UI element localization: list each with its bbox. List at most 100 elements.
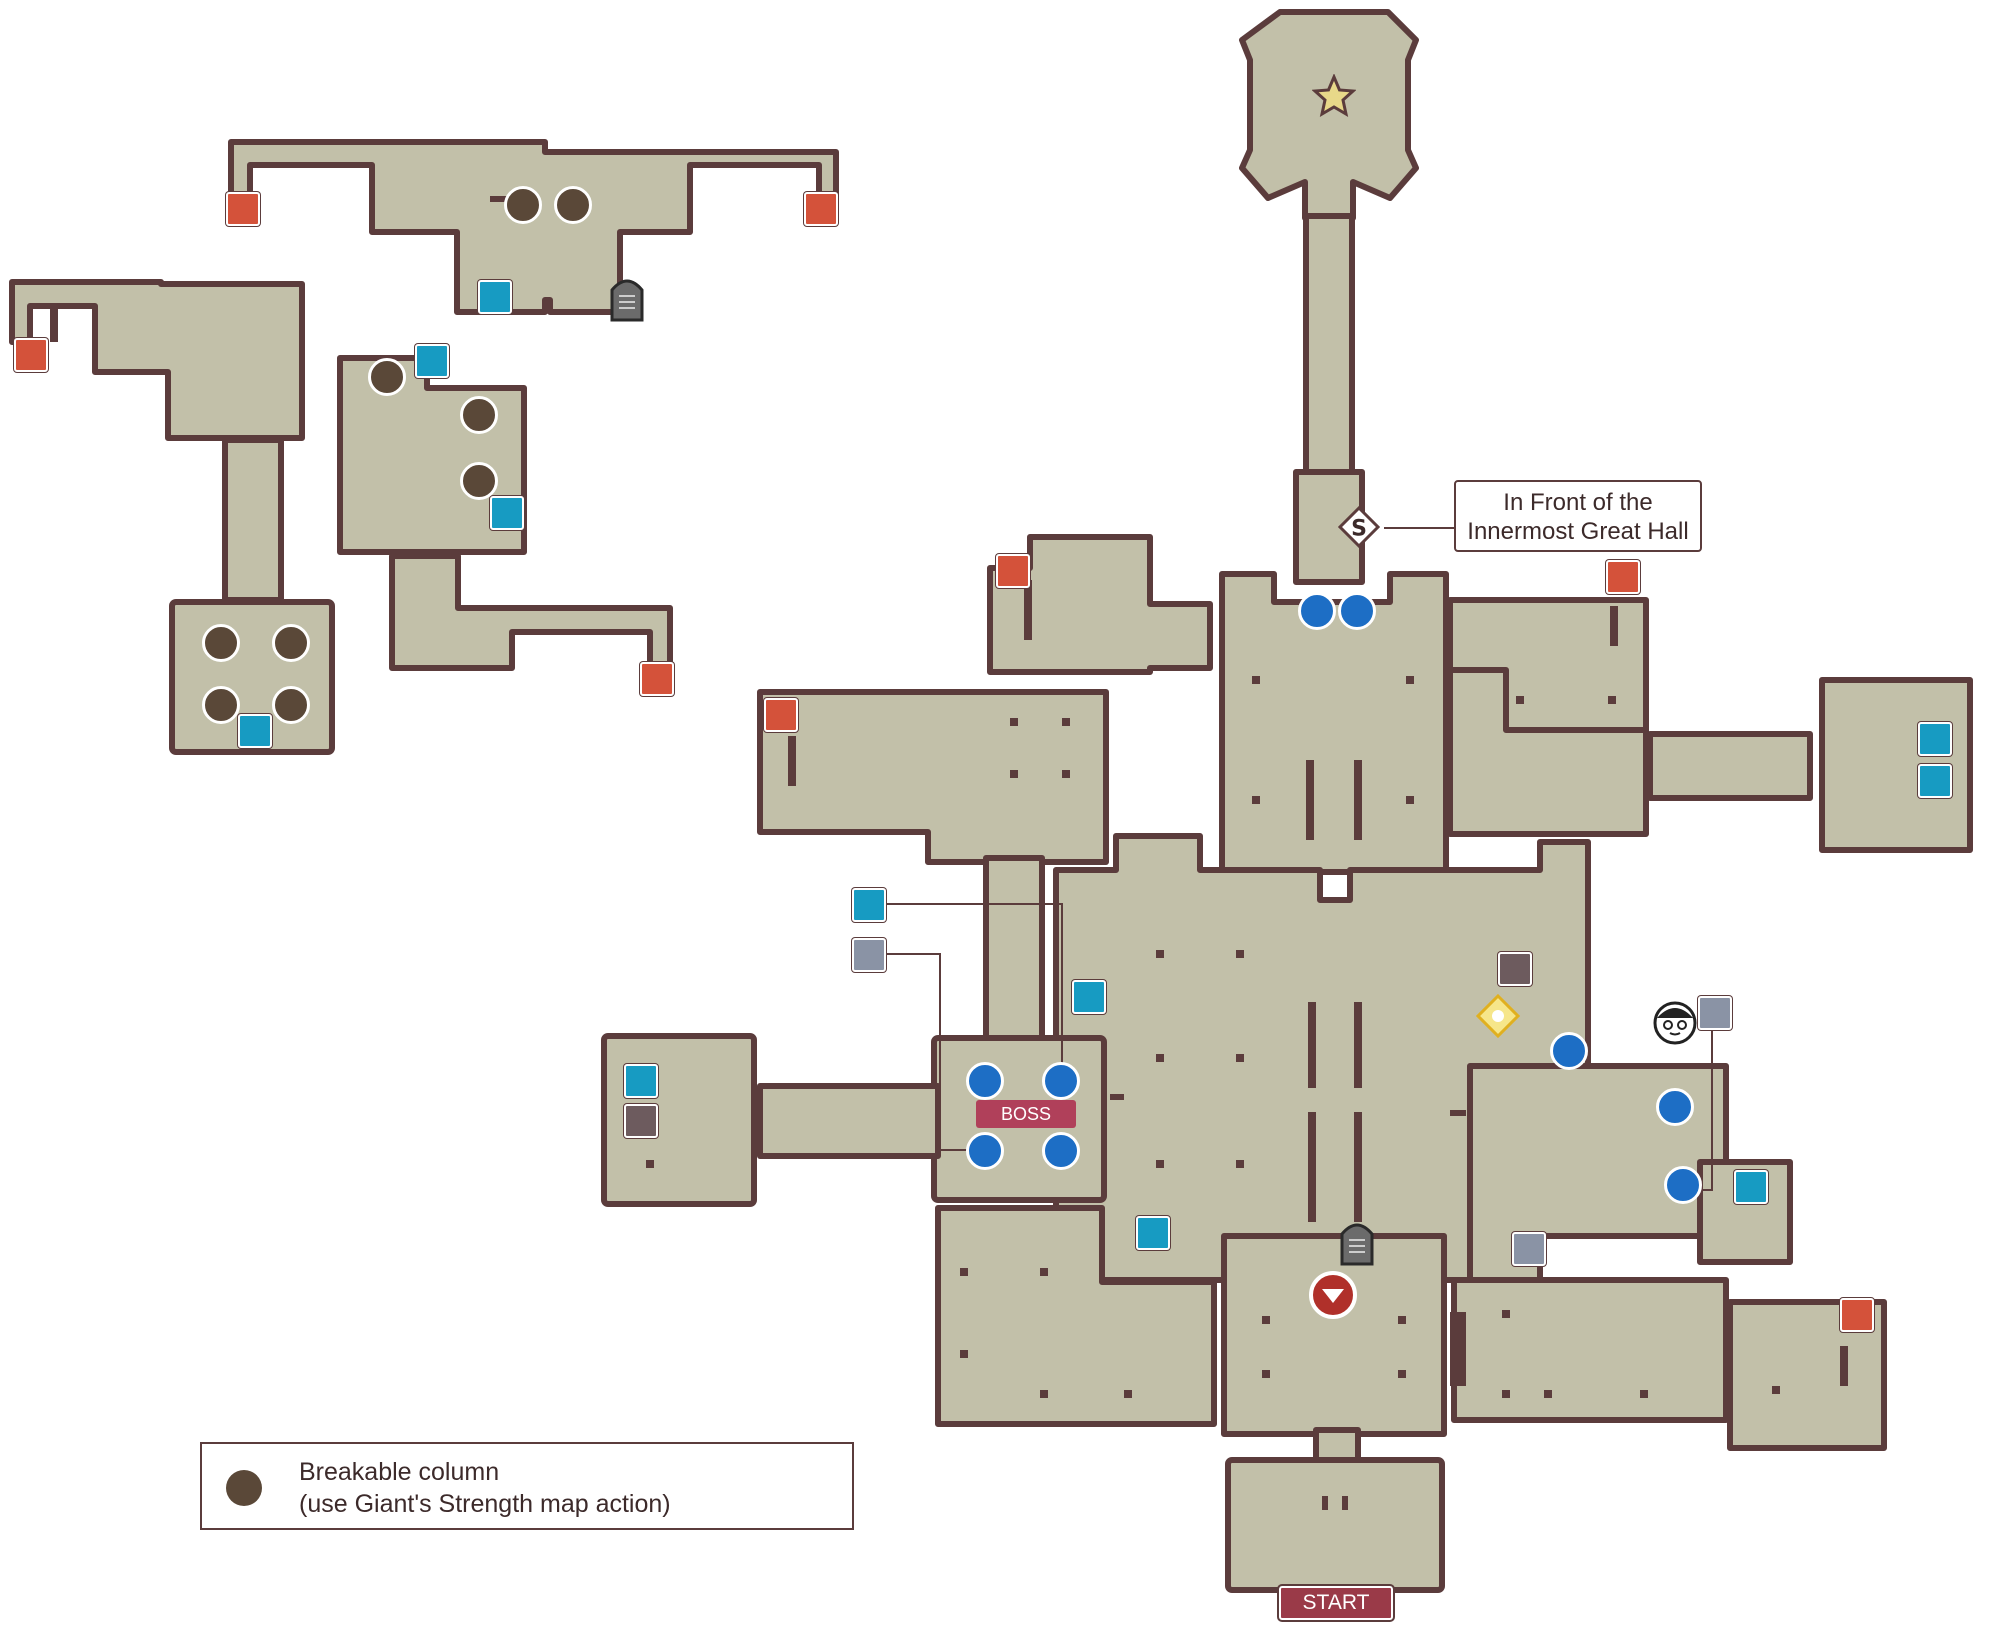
- floor-dot: [1040, 1268, 1048, 1276]
- event-marker[interactable]: [1338, 592, 1376, 630]
- breakable-column[interactable]: [460, 462, 498, 500]
- door-marker[interactable]: [415, 344, 449, 378]
- door-marker[interactable]: [238, 714, 272, 748]
- door-marker[interactable]: [1734, 1170, 1768, 1204]
- callout-line-2: Innermost Great Hall: [1467, 518, 1689, 545]
- breakable-column[interactable]: [202, 624, 240, 662]
- event-marker[interactable]: [966, 1132, 1004, 1170]
- event-marker[interactable]: [1656, 1088, 1694, 1126]
- floor-dot: [1406, 796, 1414, 804]
- floor-dot: [1124, 1390, 1132, 1398]
- floor-corridor: [757, 1083, 941, 1159]
- breakable-column-icon: [226, 1470, 262, 1506]
- floor-room: [1727, 1299, 1887, 1451]
- map-legend: Breakable column (use Giant's Strength m…: [200, 1442, 854, 1530]
- floor-dot: [1236, 1160, 1244, 1168]
- upper-left-floor: [9, 139, 839, 755]
- start-label[interactable]: START: [1277, 1584, 1395, 1622]
- sparkle-icon: [1475, 993, 1521, 1039]
- door-marker[interactable]: [490, 496, 524, 530]
- door-marker[interactable]: [1606, 560, 1640, 594]
- floor-corridor: [222, 437, 284, 603]
- wall-segment: [788, 736, 796, 786]
- floor-dot: [1262, 1370, 1270, 1378]
- boss-label: BOSS: [976, 1100, 1076, 1128]
- door-marker[interactable]: [996, 554, 1030, 588]
- floor-dot: [1608, 696, 1616, 704]
- wall-segment: [1110, 1094, 1124, 1100]
- floor-dot: [1502, 1310, 1510, 1318]
- wall-segment: [1840, 1346, 1848, 1386]
- door-marker[interactable]: [624, 1064, 658, 1098]
- floor-room: [228, 139, 839, 315]
- breakable-column[interactable]: [460, 396, 498, 434]
- door-marker[interactable]: [624, 1104, 658, 1138]
- door-marker[interactable]: [1498, 952, 1532, 986]
- floor-dot: [1252, 676, 1260, 684]
- floor-dot: [960, 1350, 968, 1358]
- gate: [1450, 1312, 1466, 1386]
- floor-dot: [1156, 1160, 1164, 1168]
- door-marker[interactable]: [226, 192, 260, 226]
- legend-text: Breakable column (use Giant's Strength m…: [299, 1456, 671, 1520]
- floor-dot: [1502, 1390, 1510, 1398]
- wall-segment: [1450, 1110, 1466, 1116]
- floor-dot: [1398, 1370, 1406, 1378]
- door-marker[interactable]: [1698, 996, 1732, 1030]
- wall-segment: [1024, 580, 1032, 640]
- door-marker[interactable]: [804, 192, 838, 226]
- door-marker[interactable]: [478, 280, 512, 314]
- floor-dot: [1252, 796, 1260, 804]
- floor-room: [757, 689, 1109, 865]
- event-marker[interactable]: [1664, 1166, 1702, 1204]
- floor-dot: [1040, 1390, 1048, 1398]
- breakable-column[interactable]: [504, 186, 542, 224]
- event-marker[interactable]: [1550, 1032, 1588, 1070]
- floor-dot: [1262, 1316, 1270, 1324]
- star-icon: [1311, 73, 1357, 118]
- door-marker[interactable]: [14, 338, 48, 372]
- floor-dots: [646, 676, 1780, 1398]
- line-e: [886, 903, 1063, 1078]
- door-marker[interactable]: [852, 888, 886, 922]
- floor-dot: [1406, 676, 1414, 684]
- gravestone-icon: [606, 272, 648, 322]
- save-point-icon[interactable]: S: [1337, 505, 1381, 549]
- event-marker[interactable]: [1042, 1062, 1080, 1100]
- door-marker[interactable]: [852, 938, 886, 972]
- door-marker[interactable]: [1918, 764, 1952, 798]
- wall-segment: [1354, 1112, 1362, 1222]
- door-marker[interactable]: [1918, 722, 1952, 756]
- door-marker[interactable]: [1840, 1298, 1874, 1332]
- floor-dot: [646, 1160, 654, 1168]
- door-marker[interactable]: [1512, 1232, 1546, 1266]
- line-f: [880, 953, 982, 1151]
- exit-arrow-icon[interactable]: [1308, 1270, 1358, 1320]
- wall-segment: [1354, 760, 1362, 840]
- location-callout: In Front of the Innermost Great Hall: [1454, 480, 1702, 552]
- floor-dot: [1516, 696, 1524, 704]
- breakable-column[interactable]: [272, 624, 310, 662]
- breakable-column[interactable]: [554, 186, 592, 224]
- breakable-column[interactable]: [272, 686, 310, 724]
- event-marker[interactable]: [1042, 1132, 1080, 1170]
- door-marker[interactable]: [1136, 1216, 1170, 1250]
- event-marker[interactable]: [1298, 592, 1336, 630]
- door-marker[interactable]: [764, 698, 798, 732]
- wall-segment: [1308, 1002, 1316, 1088]
- wall-segment: [1306, 760, 1314, 840]
- breakable-column[interactable]: [202, 686, 240, 724]
- legend-title: Breakable column: [299, 1458, 500, 1486]
- floor-corridor: [1303, 213, 1355, 479]
- door-marker[interactable]: [1072, 980, 1106, 1014]
- event-marker[interactable]: [966, 1062, 1004, 1100]
- floor-dot: [1640, 1390, 1648, 1398]
- door-marker[interactable]: [640, 662, 674, 696]
- svg-text:S: S: [1351, 517, 1367, 542]
- breakable-column[interactable]: [368, 358, 406, 396]
- wall-segment: [1354, 1002, 1362, 1088]
- interior-walls: [50, 196, 1848, 1510]
- floor-dot: [1010, 770, 1018, 778]
- floor-dot: [1010, 718, 1018, 726]
